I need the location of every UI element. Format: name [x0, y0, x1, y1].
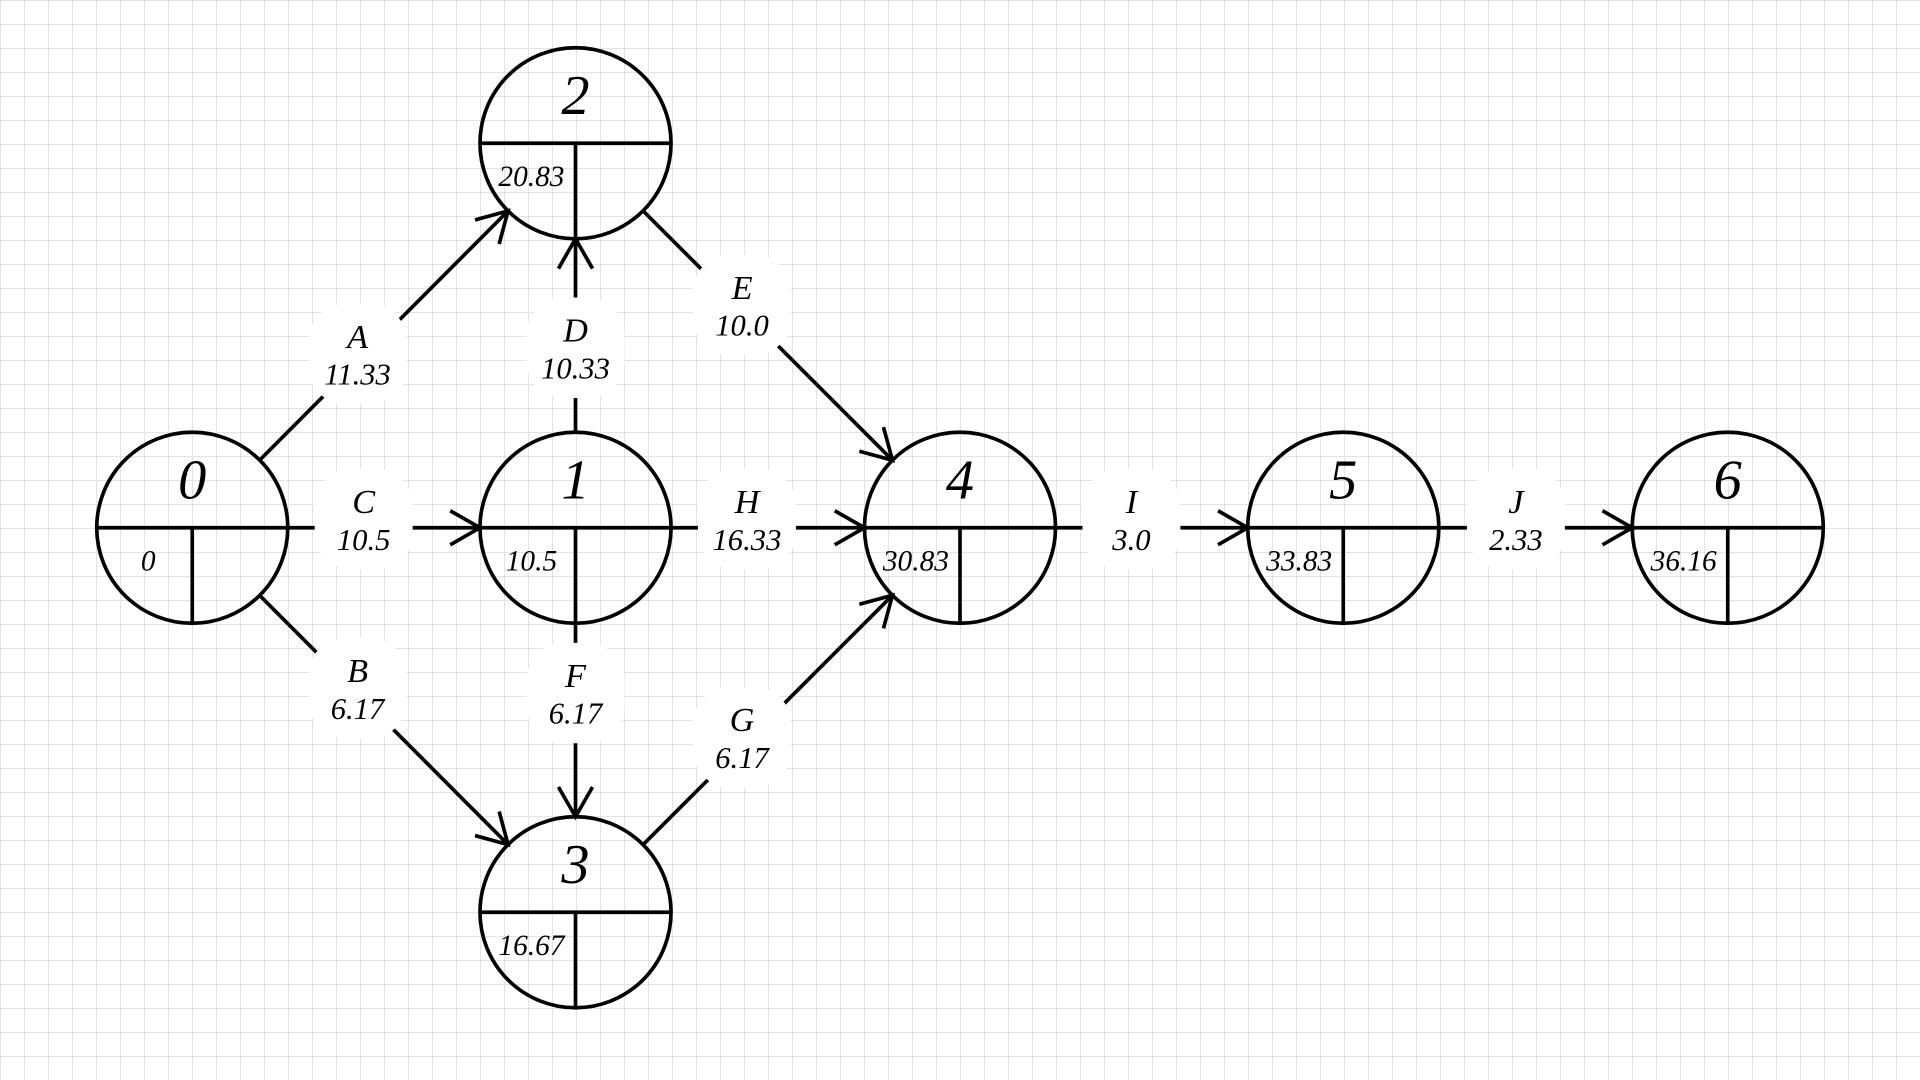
edge-label: G — [730, 701, 755, 739]
edge-D: D10.33 — [526, 235, 625, 433]
node-number: 1 — [561, 449, 589, 511]
edge-label: B — [347, 652, 368, 690]
edge-I: I3.0 — [1055, 468, 1252, 570]
node-number: 2 — [561, 65, 589, 127]
node-number: 0 — [178, 449, 206, 511]
node-number: 5 — [1329, 449, 1357, 511]
node-3: 316.67 — [478, 814, 673, 1010]
edge-label: D — [562, 312, 588, 350]
edge-label-background — [1466, 468, 1565, 570]
edge-label: I — [1125, 483, 1139, 521]
edge-label-background — [308, 637, 407, 739]
edge-label-background — [693, 254, 792, 356]
edge-duration: 10.5 — [337, 523, 391, 557]
edge-duration: 6.17 — [549, 697, 604, 731]
edge-A: A11.33 — [258, 208, 511, 462]
edge-E: E10.0 — [641, 209, 896, 463]
node-2: 220.83 — [478, 45, 673, 241]
edge-J: J2.33 — [1438, 468, 1636, 570]
node-0: 00 — [94, 430, 290, 626]
edge-duration: 10.0 — [715, 309, 769, 343]
edge-label-background — [1082, 468, 1181, 570]
node-earliest-time: 10.5 — [506, 546, 557, 578]
edge-duration: 6.17 — [331, 692, 386, 726]
node-4: 430.83 — [862, 430, 1058, 626]
edge-label-background — [526, 642, 625, 744]
node-earliest-time: 33.83 — [1265, 546, 1332, 578]
edge-duration: 6.17 — [715, 741, 770, 775]
node-1: 110.5 — [478, 430, 673, 626]
edge-duration: 3.0 — [1111, 523, 1150, 557]
edge-C: C10.5 — [287, 468, 484, 570]
node-5: 533.83 — [1245, 430, 1441, 626]
edge-label: A — [345, 318, 369, 356]
node-number: 3 — [560, 834, 589, 896]
edge-label-background — [693, 686, 792, 788]
edge-label: E — [731, 269, 753, 307]
edge-duration: 2.33 — [1489, 523, 1543, 557]
edge-label-background — [697, 468, 796, 570]
edge-G: G6.17 — [641, 592, 896, 847]
node-6: 636.16 — [1630, 430, 1826, 626]
node-earliest-time: 36.16 — [1650, 546, 1717, 578]
node-number: 4 — [946, 449, 974, 511]
edge-label-background — [308, 303, 407, 405]
node-earliest-time: 16.67 — [498, 930, 565, 962]
edge-duration: 11.33 — [324, 357, 391, 391]
edge-B: B6.17 — [258, 594, 511, 848]
edge-label: J — [1508, 483, 1525, 521]
edge-label: C — [352, 483, 376, 521]
edge-label: H — [734, 483, 762, 521]
edge-duration: 10.33 — [541, 351, 610, 385]
node-earliest-time: 30.83 — [882, 546, 949, 578]
edge-duration: 16.33 — [713, 523, 782, 557]
edge-label: F — [564, 657, 587, 695]
node-earliest-time: 0 — [141, 546, 156, 578]
node-number: 6 — [1714, 449, 1742, 511]
node-earliest-time: 20.83 — [498, 161, 564, 193]
edge-F: F6.17 — [526, 623, 625, 821]
edge-H: H16.33 — [671, 468, 869, 570]
edge-label-background — [526, 297, 625, 398]
edge-label-background — [314, 468, 413, 570]
